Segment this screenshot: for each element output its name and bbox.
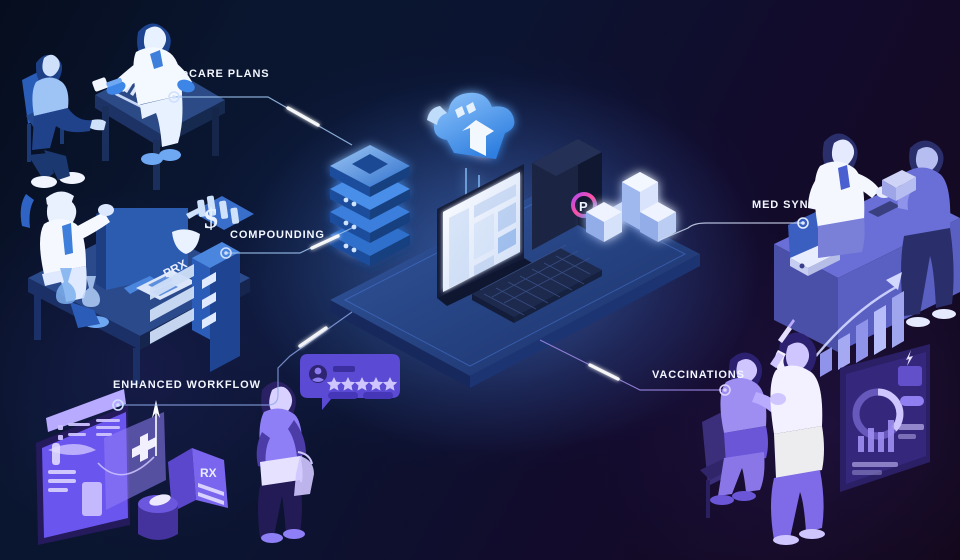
blood-pressure-device: [92, 77, 122, 92]
pharmacy-logo: P: [571, 192, 597, 218]
connector-ecare-plans: [168, 91, 353, 146]
lab-flasks: [56, 268, 100, 307]
review-bubble: [300, 354, 400, 410]
database-server-stack: [330, 145, 410, 266]
connector-med-sync: [659, 217, 809, 241]
workflow-card: [97, 400, 166, 510]
vaccinations-scene: [700, 319, 930, 545]
compounding-scene: PRX: [20, 191, 254, 384]
med-sync-scene: ADHERENCE: [774, 133, 960, 377]
clinician: [770, 319, 825, 545]
vaccination-data-panel: [840, 344, 930, 492]
customer-medsync: [882, 140, 956, 327]
compounding-monitor: [96, 208, 188, 294]
connector-enhanced-workflow: [112, 311, 353, 411]
rx-card: RX: [168, 448, 228, 512]
label-ecare-plans: eCARE PLANS: [182, 68, 270, 80]
rx-label: RX: [200, 466, 217, 480]
vaccination-patient: [710, 352, 778, 505]
label-vaccinations: VACCINATIONS: [652, 369, 745, 381]
connector-compounding: [220, 227, 353, 259]
seated-patient: [28, 54, 106, 188]
dollar-sign-badge: $: [204, 203, 218, 235]
label-med-sync: MED SYNC: [752, 199, 817, 211]
cloud-upload-icon: [427, 92, 515, 203]
pharmacist-ecare: [106, 23, 195, 165]
desktop-monitor: [437, 164, 534, 306]
prescription-panel: PRX: [150, 195, 254, 372]
svg-text:P: P: [579, 199, 588, 214]
adherence-chart: [815, 272, 904, 377]
label-enhanced-workflow: ENHANCED WORKFLOW: [113, 379, 261, 391]
keyboard: [472, 244, 602, 323]
star-rating: [326, 377, 398, 391]
pharmacist-medsync: [808, 133, 892, 258]
vials: [197, 195, 240, 224]
ecare-plans-scene: [22, 23, 225, 190]
medical-cross-3d: [586, 172, 676, 242]
standing-customer: [256, 381, 314, 543]
pill-bottle: [138, 494, 178, 540]
connector-vaccinations: [539, 339, 731, 396]
label-compounding: COMPOUNDING: [230, 229, 325, 241]
enhanced-workflow-scene: RX: [36, 354, 400, 545]
svg-text:$: $: [204, 203, 218, 235]
